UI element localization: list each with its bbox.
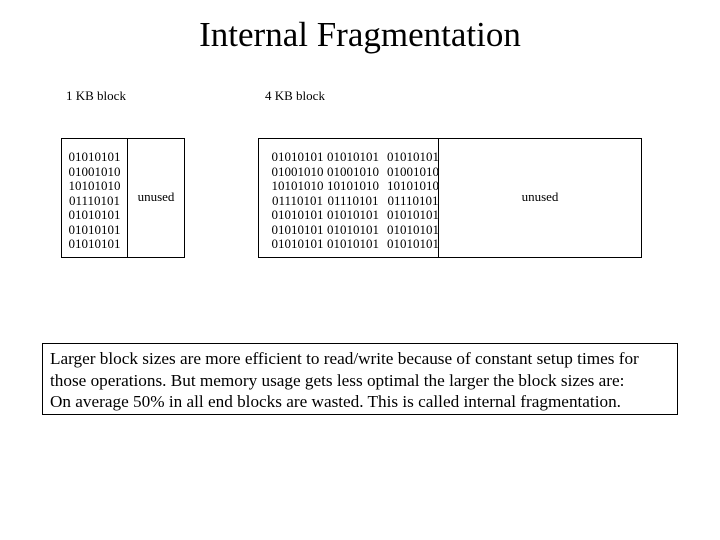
data-line: 01010101 (387, 149, 439, 164)
data-line: 01010101 (387, 207, 439, 222)
data-line: 01010101 (327, 149, 379, 164)
data-line: 10101010 (271, 178, 324, 193)
caption-box: Larger block sizes are more efficient to… (42, 343, 678, 415)
large-block-data-column: 01010101 01001010 10101010 01110101 0101… (385, 149, 441, 252)
data-line: 01010101 (271, 207, 324, 222)
slide-title: Internal Fragmentation (199, 15, 521, 54)
data-line: 01010101 (387, 221, 439, 237)
data-line: 01001010 (271, 163, 324, 179)
data-line: 01010101 (327, 236, 379, 251)
data-line: 01110101 (387, 192, 439, 208)
data-line: 01001010 (387, 163, 439, 179)
data-line: 01010101 (327, 221, 379, 237)
data-line: 01010101 (387, 236, 439, 251)
data-line: 01010101 (271, 221, 324, 237)
caption-line: those operations. But memory usage gets … (50, 370, 625, 390)
data-line: 01110101 (68, 192, 121, 208)
data-line: 01001010 (68, 163, 121, 179)
large-block-data: 01010101 01001010 10101010 01110101 0101… (259, 139, 439, 257)
large-block: 01010101 01001010 10101010 01110101 0101… (258, 138, 642, 258)
small-block-unused: unused (137, 189, 175, 204)
caption-line: Larger block sizes are more efficient to… (50, 349, 639, 368)
small-block: 01010101 01001010 10101010 01110101 0101… (61, 138, 185, 258)
data-line: 01010101 (271, 236, 324, 251)
data-line: 10101010 (387, 178, 439, 193)
small-block-data: 01010101 01001010 10101010 01110101 0101… (62, 139, 128, 257)
data-line: 01110101 (271, 192, 324, 208)
data-line: 01010101 (68, 149, 121, 164)
small-block-label: 1 KB block (66, 88, 126, 103)
data-line: 01010101 (68, 236, 121, 251)
data-line: 01001010 (327, 163, 379, 179)
data-line: 01010101 (327, 207, 379, 222)
data-line: 01010101 (271, 149, 324, 164)
caption-line: On average 50% in all end blocks are was… (50, 392, 621, 411)
large-block-unused: unused (521, 189, 559, 204)
data-line: 01010101 (68, 207, 121, 222)
data-line: 01110101 (327, 192, 379, 208)
large-block-label: 4 KB block (265, 88, 325, 103)
data-line: 10101010 (327, 178, 379, 193)
data-line: 01010101 (68, 221, 121, 237)
large-block-data-column: 01010101 01001010 10101010 01110101 0101… (270, 149, 325, 252)
large-block-data-column: 01010101 01001010 10101010 01110101 0101… (325, 149, 381, 252)
data-line: 10101010 (68, 178, 121, 193)
